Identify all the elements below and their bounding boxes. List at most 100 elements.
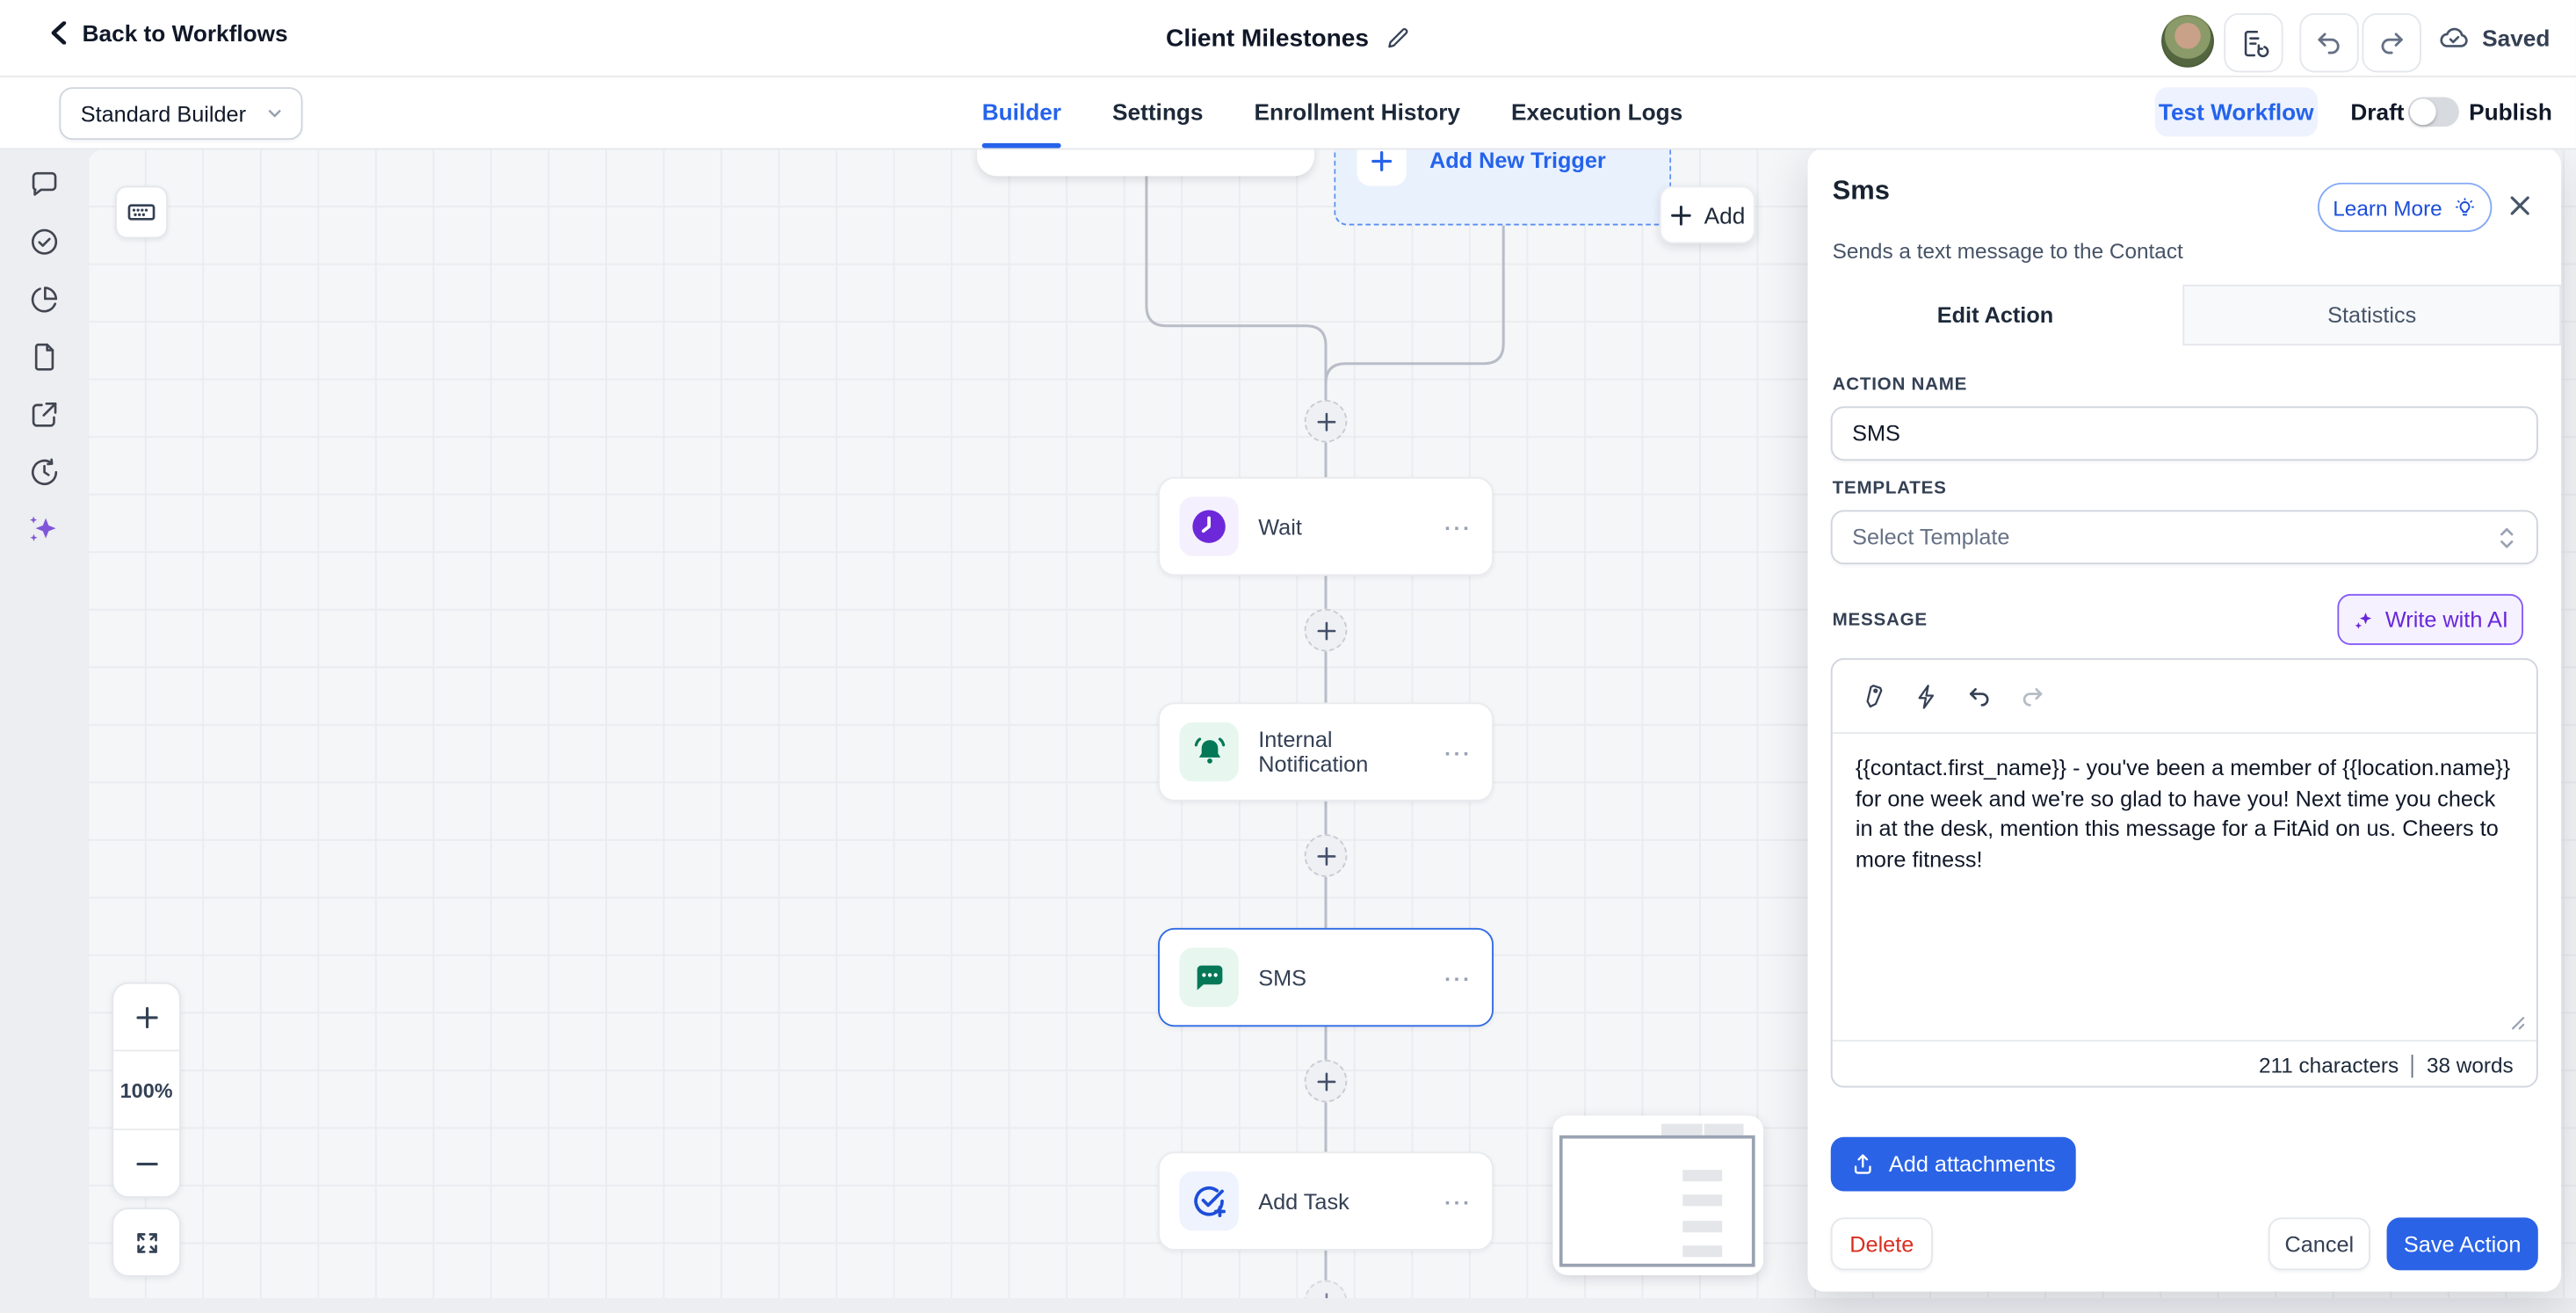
pie-chart-icon[interactable]: [26, 281, 61, 316]
minus-icon: [135, 1162, 157, 1165]
node-menu-button[interactable]: ...: [1444, 960, 1473, 985]
back-to-workflows-button[interactable]: Back to Workflows: [49, 19, 288, 46]
minimap-viewport[interactable]: [1559, 1135, 1755, 1267]
insert-step-button[interactable]: [1304, 1059, 1348, 1103]
node-add-task[interactable]: Add Task ...: [1158, 1151, 1494, 1251]
revision-history-button[interactable]: [2224, 12, 2283, 73]
custom-values-lightning-icon[interactable]: [1913, 682, 1941, 710]
minimap[interactable]: [1552, 1115, 1763, 1275]
user-avatar[interactable]: [2161, 14, 2214, 68]
history-icon[interactable]: [26, 454, 61, 489]
zoom-level: 100%: [113, 1049, 180, 1128]
insert-step-button[interactable]: [1304, 608, 1348, 652]
templates-label: TEMPLATES: [1832, 478, 1947, 499]
zoom-controls: 100%: [112, 982, 181, 1198]
check-circle-icon[interactable]: [26, 224, 61, 258]
counter-divider: [2412, 1054, 2413, 1077]
insert-step-button[interactable]: [1304, 399, 1348, 443]
ai-sparkle-icon: [2355, 612, 2372, 628]
lightbulb-icon: [2455, 197, 2474, 215]
tag-icon[interactable]: [1860, 682, 1888, 710]
select-chevrons-icon: [2500, 526, 2514, 548]
delete-button[interactable]: Delete: [1830, 1217, 1933, 1271]
undo-icon: [2318, 33, 2340, 54]
minimap-node: [1682, 1194, 1723, 1207]
edit-title-pencil-icon[interactable]: [1386, 25, 1410, 50]
ai-sparkles-icon[interactable]: [26, 511, 61, 546]
add-attachments-label: Add attachments: [1888, 1151, 2056, 1177]
conversation-icon[interactable]: [26, 166, 61, 200]
redo-button[interactable]: [2362, 12, 2421, 73]
zoom-out-button[interactable]: [113, 1128, 180, 1196]
write-with-ai-label: Write with AI: [2384, 606, 2508, 632]
node-internal-notification[interactable]: Internal Notification ...: [1158, 702, 1494, 802]
node-menu-button[interactable]: ...: [1444, 734, 1473, 760]
panel-subtitle: Sends a text message to the Contact: [1832, 238, 2183, 264]
keyboard-shortcuts-button[interactable]: [115, 185, 168, 239]
document-icon[interactable]: [26, 339, 61, 374]
trigger-node-partial[interactable]: [977, 148, 1314, 177]
node-sms[interactable]: SMS ...: [1158, 927, 1494, 1027]
message-label: MESSAGE: [1832, 610, 1928, 631]
learn-more-button[interactable]: Learn More: [2317, 182, 2493, 232]
tab-builder[interactable]: Builder: [981, 76, 1062, 149]
message-textarea[interactable]: {{contact.first_name}} - you've been a m…: [1833, 734, 2536, 1040]
task-check-plus-icon: [1179, 1172, 1239, 1231]
editor-undo-icon[interactable]: [1965, 682, 1994, 710]
saved-status: Saved: [2438, 21, 2551, 54]
builder-mode-select[interactable]: Standard Builder: [59, 87, 303, 141]
external-link-icon[interactable]: [26, 396, 61, 431]
save-action-button[interactable]: Save Action: [2386, 1217, 2538, 1271]
write-with-ai-button[interactable]: Write with AI: [2337, 593, 2523, 645]
minimap-node: [1661, 1123, 1703, 1135]
action-edit-panel: Sms Learn More Sends a text message to t…: [1807, 148, 2562, 1292]
minimap-node: [1682, 1170, 1723, 1182]
saved-label: Saved: [2482, 25, 2551, 52]
editor-footer: 211 characters 38 words: [1832, 1040, 2536, 1089]
close-panel-button[interactable]: [2503, 189, 2536, 221]
add-trigger-button[interactable]: Add: [1660, 185, 1755, 244]
action-name-input[interactable]: [1830, 406, 2538, 461]
message-editor: {{contact.first_name}} - you've been a m…: [1830, 657, 2538, 1089]
publish-label: Publish: [2469, 98, 2552, 126]
tab-settings[interactable]: Settings: [1112, 98, 1204, 126]
tab-execution-logs[interactable]: Execution Logs: [1511, 98, 1683, 126]
editor-redo-icon[interactable]: [2018, 682, 2046, 710]
tab-statistics[interactable]: Statistics: [2182, 284, 2562, 346]
node-label: SMS: [1258, 965, 1307, 990]
main-tabs: Builder Settings Enrollment History Exec…: [981, 76, 1683, 149]
add-new-trigger-node[interactable]: Add New Trigger: [1334, 148, 1672, 226]
insert-step-button[interactable]: [1304, 834, 1348, 877]
bell-icon: [1179, 722, 1239, 782]
expand-icon: [136, 1232, 156, 1252]
add-button-label: Add: [1704, 201, 1746, 229]
toolbar: Standard Builder Builder Settings Enroll…: [0, 76, 2576, 150]
undo-button[interactable]: [2299, 12, 2359, 73]
keyboard-icon: [127, 204, 156, 221]
tab-enrollment-history[interactable]: Enrollment History: [1254, 98, 1460, 126]
panel-title: Sms: [1832, 176, 1890, 207]
clock-icon: [1179, 497, 1239, 556]
node-wait[interactable]: Wait ...: [1158, 476, 1494, 577]
node-menu-button[interactable]: ...: [1444, 1184, 1473, 1209]
publish-toggle[interactable]: [2407, 97, 2459, 127]
editor-toolbar: [1832, 660, 2536, 735]
cloud-check-icon: [2440, 27, 2468, 47]
panel-tabs: Edit Action Statistics: [1807, 284, 2562, 346]
tab-edit-action[interactable]: Edit Action: [1807, 284, 2183, 346]
word-count: 38 words: [2426, 1053, 2514, 1078]
zoom-in-button[interactable]: [113, 984, 179, 1050]
node-label: Internal Notification: [1258, 727, 1369, 777]
cancel-button[interactable]: Cancel: [2268, 1217, 2370, 1271]
fit-view-button[interactable]: [112, 1208, 181, 1277]
node-label: Wait: [1258, 514, 1302, 540]
chevron-down-icon: [268, 110, 281, 118]
test-workflow-button[interactable]: Test Workflow: [2154, 87, 2318, 137]
node-menu-button[interactable]: ...: [1444, 509, 1473, 534]
workarea: Add New Trigger Add: [0, 148, 2576, 1313]
add-attachments-button[interactable]: Add attachments: [1830, 1136, 2076, 1192]
template-select[interactable]: Select Template: [1830, 510, 2538, 565]
redo-icon: [2381, 33, 2403, 54]
resize-handle-icon[interactable]: [2507, 1012, 2525, 1030]
